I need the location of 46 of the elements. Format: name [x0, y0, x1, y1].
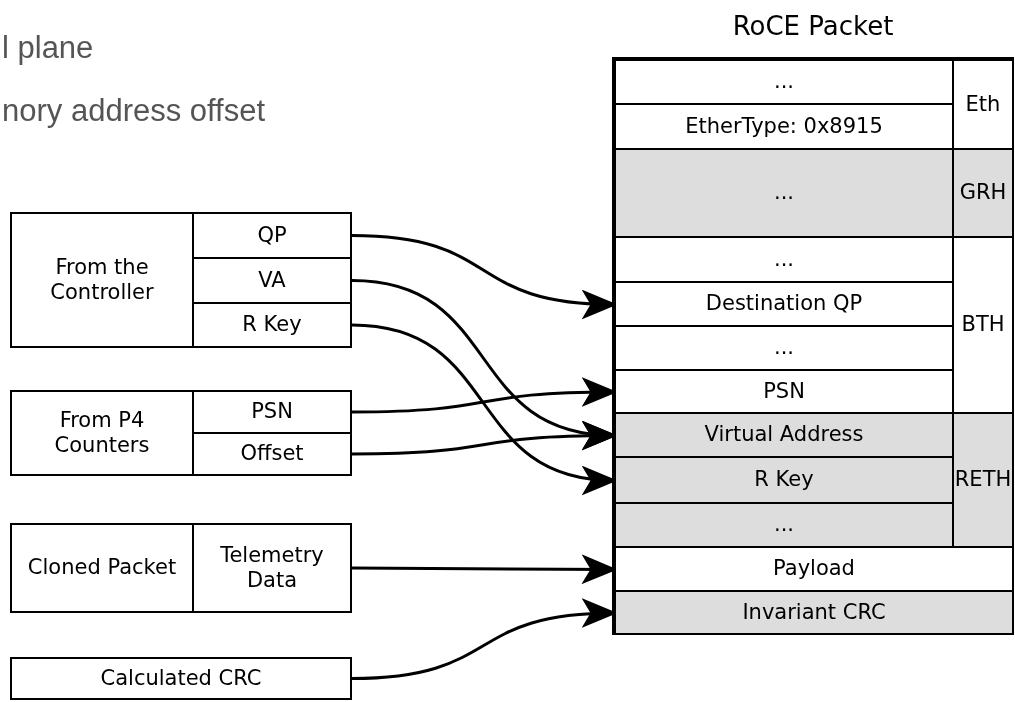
field-cell	[192, 212, 352, 259]
field-cell	[614, 502, 954, 548]
field-label: VA	[257, 267, 287, 294]
field-cell	[614, 590, 1014, 635]
field-cell	[614, 412, 954, 458]
field-cell	[192, 390, 352, 434]
slide-text: nory address offset	[2, 93, 266, 129]
field-label: Offset	[239, 441, 305, 467]
field-label: EtherType: 0x8915	[684, 113, 884, 140]
field-label: ...	[773, 69, 795, 95]
field-cell	[10, 657, 352, 700]
field-label: BTH	[960, 312, 1006, 338]
field-label: From P4 Counters	[53, 407, 151, 459]
field-label: Payload	[772, 556, 856, 582]
field-label: PSN	[762, 378, 806, 405]
field-cell	[192, 523, 352, 613]
field-cell	[952, 148, 1014, 238]
field-cell	[10, 212, 194, 348]
field-cell	[192, 432, 352, 476]
field-label: Virtual Address	[703, 422, 865, 448]
field-label: Cloned Packet	[26, 555, 178, 581]
field-label: Telemetry Data	[219, 542, 325, 594]
field-label: Eth	[964, 91, 1002, 118]
field-cell	[192, 302, 352, 348]
field-label: GRH	[958, 180, 1008, 206]
field-label: PSN	[250, 399, 294, 425]
field-label: Calculated CRC	[99, 665, 263, 692]
field-cell	[614, 148, 954, 238]
field-label: ...	[773, 246, 795, 273]
field-cell	[614, 456, 954, 504]
packet-title: RoCE Packet	[731, 11, 895, 41]
field-label: R Key	[753, 467, 815, 493]
field-label: RETH	[953, 467, 1013, 493]
field-label: R Key	[241, 312, 303, 338]
field-label: Invariant CRC	[741, 599, 887, 626]
field-label: From the Controller	[49, 254, 155, 306]
field-cell	[952, 412, 1014, 548]
field-cell	[10, 390, 194, 476]
field-label: QP	[256, 222, 288, 249]
field-label: ...	[773, 335, 795, 361]
field-label: ...	[773, 180, 795, 206]
field-cell	[614, 59, 954, 105]
slide-text: l plane	[2, 30, 94, 66]
field-label: ...	[773, 512, 795, 538]
field-cell	[10, 523, 194, 613]
field-label: Destination QP	[704, 291, 864, 317]
